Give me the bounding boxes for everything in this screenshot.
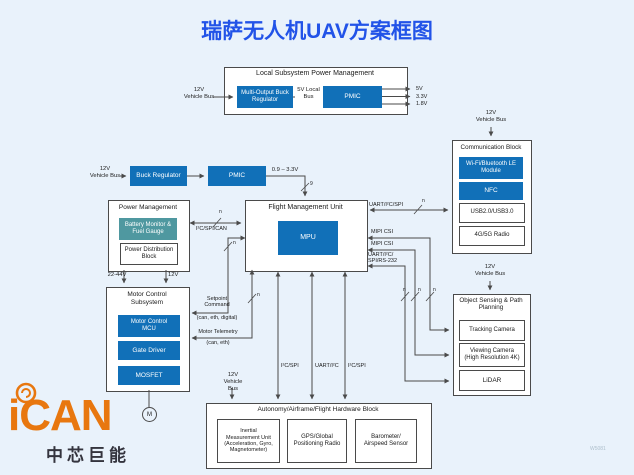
logo-spiral-icon [15, 382, 37, 404]
bus-i2c-spi-a-label: I²C/SPI [281, 363, 299, 369]
bus-width-n-2: n [422, 198, 425, 204]
object-sensing-title: Object Sensing & Path Planning [459, 297, 523, 312]
local-power-input-label: 12V Vehicle Bus [183, 87, 215, 100]
motor-mcu-box: Motor Control MCU [118, 315, 180, 337]
mpu-box: MPU [278, 221, 338, 255]
rail-1v8-label: 1.8V [416, 101, 428, 107]
bus-width-n-5: n [433, 287, 436, 293]
wifi-bt-box: Wi-Fi/Bluetooth LE Module [459, 157, 523, 179]
motor-telemetry-label: Motor Telemetry [198, 329, 238, 335]
comm-input-label: 12V Vehicle Bus [475, 110, 507, 123]
local-bus-label: 5V Local Bus [295, 87, 322, 101]
bus-width-n-4: n [418, 287, 421, 293]
bus-uart-rs232-label: UART/I²C/ SPI/RS-232 [368, 252, 398, 265]
bus-width-n-6: n [233, 240, 236, 246]
autonomy-input-label: 12V Vehicle Bus [223, 372, 243, 392]
bus-i2c-spi-b-label: I²C/SPI [348, 363, 366, 369]
bus-width-n-3: n [403, 287, 406, 293]
nfc-box: NFC [459, 182, 523, 200]
voltage-range-label: 0.9 – 3.3V [271, 167, 299, 173]
gate-driver-box: Gate Driver [118, 341, 180, 360]
wire-group [120, 86, 494, 407]
bus-uart-i2c-label: UART/I²C [315, 363, 339, 369]
radio-4g5g-box: 4G/5G Radio [459, 226, 525, 246]
out-12v-label: 12V [168, 272, 179, 278]
mosfet-box: MOSFET [118, 366, 180, 385]
imu-box: Inertial Measurement Unit (Acceleration,… [217, 419, 280, 463]
diagram-id-watermark: W5081 [590, 446, 606, 452]
power-management-title: Power Management [118, 204, 178, 211]
rail-5v-label: 5V [416, 86, 423, 92]
logo-brand-text: iCAN [8, 391, 113, 440]
viewing-camera-box: Viewing Camera (High Resolution 4K) [459, 343, 525, 367]
out-22-44v-label: 22-44V [107, 272, 127, 278]
autonomy-title: Autonomy/Airframe/Flight Hardware Block [257, 406, 379, 413]
motor-symbol: M [142, 407, 157, 422]
battery-monitor-box: Battery Monitor & Fuel Gauge [119, 218, 177, 240]
rail-3v3-label: 3.3V [416, 93, 428, 100]
local-power-title: Local Subsystem Power Management [256, 70, 374, 77]
bus-uart-i2c-spi-label: UART/I²C/SPI [369, 202, 404, 208]
tracking-camera-box: Tracking Camera [459, 320, 525, 341]
usb-box: USB2.0/USB3.0 [459, 203, 525, 223]
pmic-mid-box: PMIC [208, 166, 266, 186]
mid-power-input-label: 12V Vehicle Bus [89, 166, 121, 179]
bus-mipi-csi-2-label: MIPI CSI [371, 241, 394, 247]
page-title: 瑞萨无人机UAV方案框图 [201, 20, 433, 43]
gps-box: GPS/Global Positioning Radio [287, 419, 347, 463]
buck-regulator-box: Buck Regulator [130, 166, 187, 186]
lidar-box: LiDAR [459, 370, 525, 391]
motor-control-title: Motor Control Subsystem [127, 291, 167, 306]
setpoint-note-label: (can, eth, digital) [196, 315, 238, 321]
comm-title: Communication Block [460, 144, 522, 151]
logo-subtitle: 中芯巨能 [46, 446, 130, 465]
bus-mipi-csi-1-label: MIPI CSI [371, 229, 394, 235]
bus-width-slashes [212, 182, 435, 304]
telemetry-note-label: (can, eth) [206, 340, 230, 346]
bus-width-n-7: n [257, 292, 260, 298]
bus-i2c-spi-can-label: I²C/SPI/CAN [196, 226, 227, 232]
object-input-label: 12V Vehicle Bus [474, 264, 506, 277]
multi-output-buck-box: Multi-Output Buck Regulator [237, 86, 293, 108]
barometer-box: Barometer/ Airspeed Sensor [355, 419, 417, 463]
pmic-top-box: PMIC [323, 86, 382, 108]
fmu-title: Flight Management Unit [268, 204, 343, 211]
setpoint-command-label: Setpoint Command [204, 296, 230, 309]
bus-width-9: 9 [310, 181, 313, 187]
power-distribution-box: Power Distribution Block [120, 243, 178, 265]
bus-width-n-1: n [219, 209, 222, 215]
